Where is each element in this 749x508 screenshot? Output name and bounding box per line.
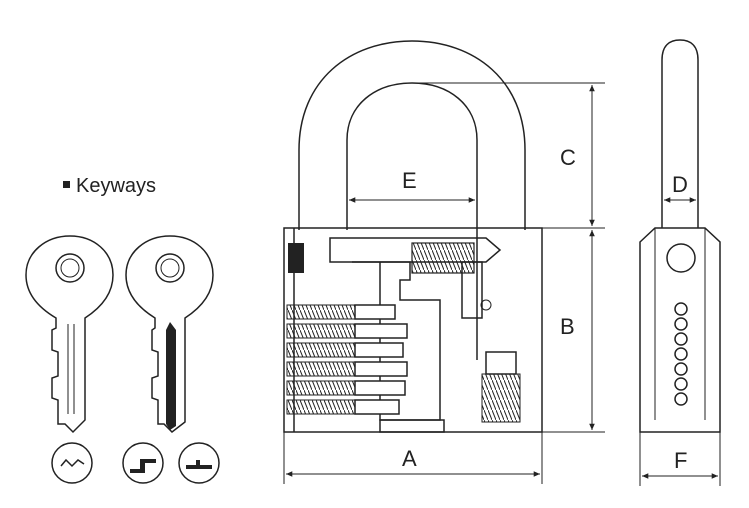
dimension-label-e: E	[402, 168, 417, 193]
dimension-label-a: A	[402, 446, 417, 471]
dimension-lines	[283, 82, 721, 486]
dimension-label-c: C	[560, 145, 576, 170]
legend-bullet	[63, 181, 70, 188]
dimension-label-b: B	[560, 314, 575, 339]
padlock-side-view	[639, 39, 721, 433]
keyways-label: Keyways	[76, 175, 156, 197]
dimension-label-d: D	[672, 172, 688, 197]
keyway-profile-icon	[122, 442, 164, 484]
key-icon	[125, 235, 214, 433]
dimension-label-f: F	[674, 448, 687, 473]
padlock-front-view	[283, 40, 543, 433]
keyway-profile-icon	[178, 442, 220, 484]
keyway-profile-icon	[51, 442, 93, 484]
key-icon	[25, 235, 114, 434]
